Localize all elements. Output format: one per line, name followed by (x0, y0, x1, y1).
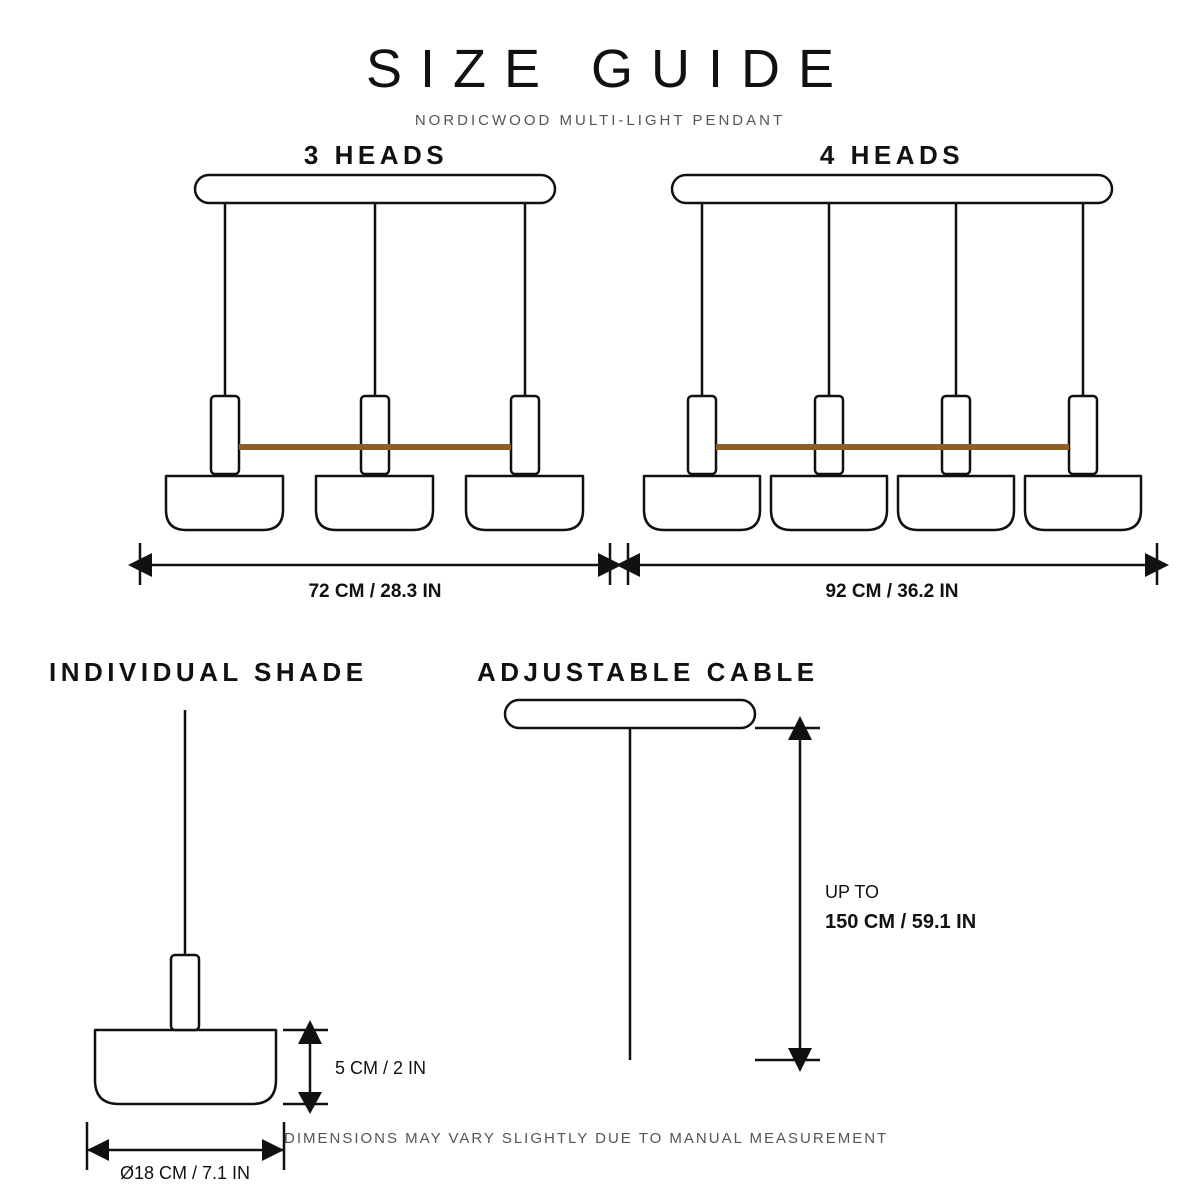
four-heads-shade (1023, 474, 1143, 532)
arrowhead-icon (298, 1020, 322, 1044)
arrowhead-icon (598, 553, 622, 577)
three-heads-socket (209, 394, 241, 476)
four-heads-socket (1067, 394, 1099, 476)
four-heads-socket (813, 394, 845, 476)
page-title: SIZE GUIDE (365, 39, 853, 99)
four-heads-shade (642, 474, 762, 532)
cable-length-label: 150 CM / 59.1 IN (825, 911, 977, 933)
width-dimension-lines (138, 543, 1159, 585)
four-heads-pendant (642, 173, 1143, 532)
arrowhead-icon (616, 553, 640, 577)
cable-canopy (503, 698, 757, 730)
shade-height-label: 5 CM / 2 IN (335, 1058, 427, 1078)
four-heads-heading: 4 HEADS (819, 140, 965, 170)
three-heads-canopy (193, 173, 557, 205)
three-heads-shade (164, 474, 285, 532)
individual-socket (169, 953, 201, 1032)
individual-shade-heading: INDIVIDUAL SHADE (49, 657, 368, 687)
four-heads-canopy (670, 173, 1114, 205)
individual-shade-drawing (85, 710, 328, 1170)
four-heads-socket (686, 394, 718, 476)
footnote: DIMENSIONS MAY VARY SLIGHTLY DUE TO MANU… (284, 1130, 889, 1147)
arrowhead-icon (262, 1139, 284, 1161)
arrowhead-icon (128, 553, 152, 577)
shade-diameter-label: Ø18 CM / 7.1 IN (119, 1163, 251, 1183)
individual-shade (93, 1028, 278, 1106)
arrowhead-icon (1145, 553, 1169, 577)
arrowhead-icon (788, 716, 812, 740)
arrowhead-icon (87, 1139, 109, 1161)
arrowhead-icon (298, 1092, 322, 1114)
four-heads-shade (769, 474, 889, 532)
three-heads-socket (509, 394, 541, 476)
three-heads-socket (359, 394, 391, 476)
adjustable-cable-heading: ADJUSTABLE CABLE (477, 657, 819, 687)
four-heads-socket (940, 394, 972, 476)
cable-prefix-label: UP TO (825, 882, 880, 902)
arrowhead-icon (788, 1048, 812, 1072)
adjustable-cable-drawing (503, 698, 820, 1062)
three-heads-width-label: 72 CM / 28.3 IN (308, 581, 442, 602)
three-heads-shade (464, 474, 585, 532)
four-heads-width-label: 92 CM / 36.2 IN (825, 581, 959, 602)
page-subtitle: NORDICWOOD MULTI-LIGHT PENDANT (414, 112, 786, 129)
three-heads-heading: 3 HEADS (303, 140, 449, 170)
four-heads-shade (896, 474, 1016, 532)
three-heads-pendant (164, 173, 585, 532)
three-heads-shade (314, 474, 435, 532)
